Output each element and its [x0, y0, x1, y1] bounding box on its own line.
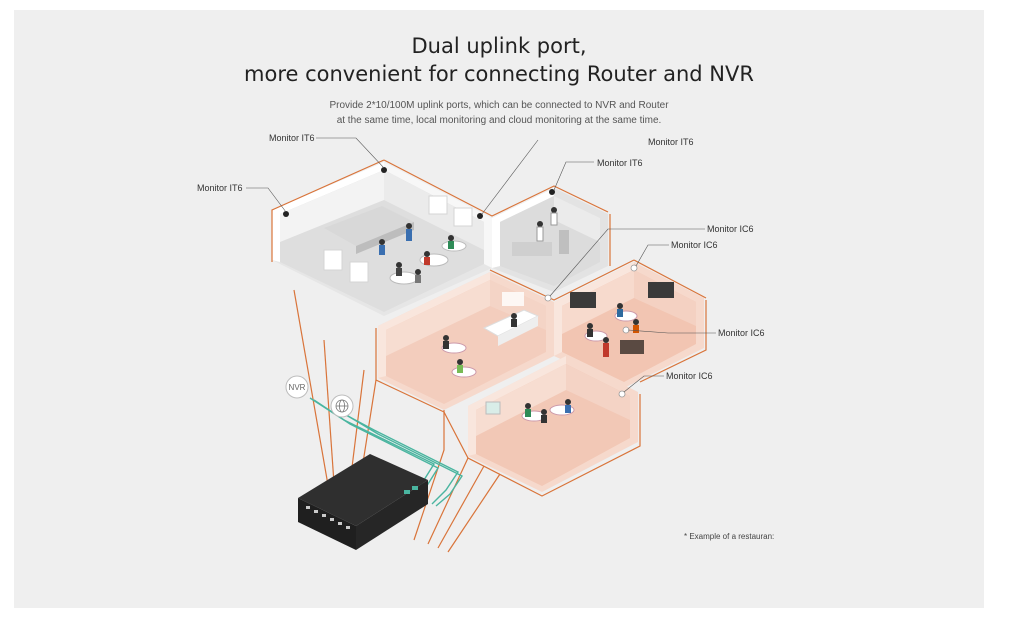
- room-dining-front: [468, 356, 638, 492]
- poe-cables: [271, 159, 707, 553]
- title-line-1: Dual uplink port,: [411, 34, 587, 58]
- dome-camera-icon: [544, 294, 552, 302]
- title-line-2: more convenient for connecting Router an…: [244, 62, 754, 86]
- page-title: Dual uplink port, more convenient for co…: [14, 32, 984, 88]
- footnote: * Example of a restauran:: [684, 532, 774, 541]
- description-line-1: Provide 2*10/100M uplink ports, which ca…: [329, 100, 669, 111]
- monitor-label: Monitor IC6: [707, 224, 754, 234]
- description: Provide 2*10/100M uplink ports, which ca…: [14, 98, 984, 128]
- dome-camera-markers: [544, 264, 638, 398]
- poe-switch: [298, 454, 428, 550]
- room-dining-left: [272, 162, 492, 316]
- dome-camera-icon: [630, 264, 638, 272]
- nvr-badge-label: NVR: [289, 383, 306, 392]
- monitor-label: Monitor IC6: [666, 371, 713, 381]
- monitor-label: Monitor IT6: [269, 133, 315, 143]
- camera-markers: [283, 167, 555, 219]
- router-globe-icon: [330, 394, 354, 418]
- room-dining-right: [554, 262, 704, 388]
- monitor-label: Monitor IT6: [648, 137, 694, 147]
- description-line-2: at the same time, local monitoring and c…: [336, 115, 662, 126]
- monitor-label: Monitor IT6: [197, 183, 243, 193]
- room-kitchen: [492, 188, 608, 292]
- camera-icon: [381, 167, 387, 173]
- building-illustration: NVR: [197, 133, 774, 553]
- monitor-label: Monitor IC6: [718, 328, 765, 338]
- monitor-label: Monitor IC6: [671, 240, 718, 250]
- camera-icon: [549, 189, 555, 195]
- room-reception: [378, 272, 554, 410]
- diagram-canvas: NVR: [14, 10, 984, 608]
- camera-icon: [283, 211, 289, 217]
- dome-camera-icon: [618, 390, 626, 398]
- monitor-label: Monitor IT6: [597, 158, 643, 168]
- nvr-badge: NVR: [285, 375, 309, 399]
- camera-icon: [477, 213, 483, 219]
- label-leader-lines: [246, 137, 716, 393]
